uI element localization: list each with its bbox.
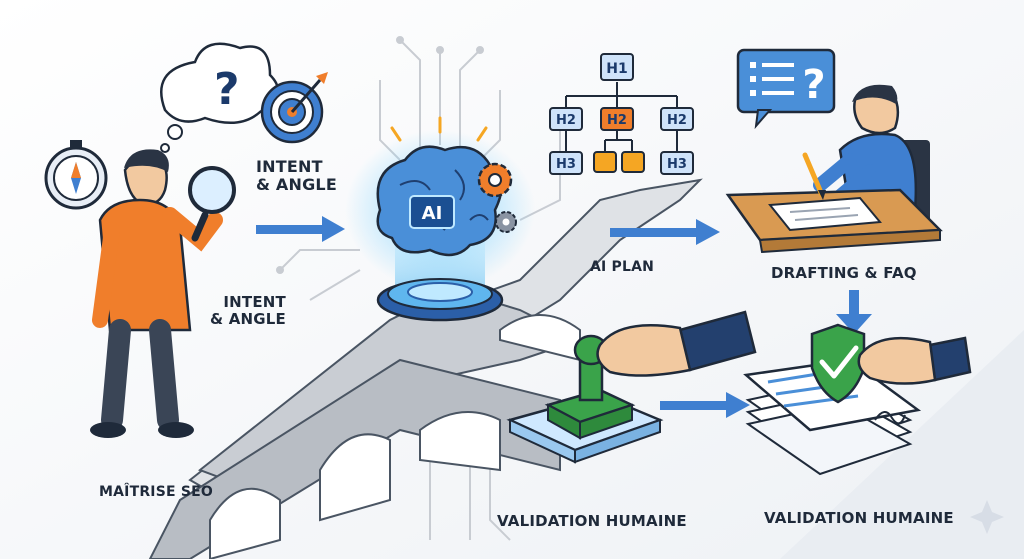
ai-chip-label: AI [422, 203, 443, 224]
ai-brain-core: AI [345, 116, 535, 322]
tree-h2-right: H2 [667, 113, 687, 128]
compass-icon [44, 140, 108, 210]
road-bridge [148, 178, 703, 559]
tree-h3-orange-a [593, 151, 617, 173]
arrow-drafting-down [836, 290, 872, 334]
label-drafting-faq: DRAFTING & FAQ [771, 264, 917, 282]
tree-h3-left: H3 [556, 157, 576, 172]
faq-question-mark: ? [802, 62, 825, 108]
gear-icon [477, 162, 517, 233]
stamp-icon [506, 334, 664, 464]
analyst-person [90, 149, 223, 438]
outline-tree: H1 H2 H2 H2 H3 H3 [549, 53, 694, 175]
stamping-hand [596, 310, 757, 377]
thought-question-mark: ? [214, 64, 240, 115]
pencil-icon [802, 152, 826, 200]
label-intent-angle-top-line1: INTENT [256, 157, 323, 176]
arrow-ai-to-plan [610, 219, 720, 245]
arrow-stamp-to-validation [660, 392, 750, 418]
label-intent-angle-top: INTENT & ANGLE [256, 158, 366, 193]
label-validation-humaine-center: VALIDATION HUMAINE [497, 512, 687, 530]
tree-h3-orange-b [621, 151, 645, 173]
label-maitrise-seo: MAÎTRISE SEO [99, 484, 213, 500]
sparkle-icon [970, 500, 1004, 534]
label-validation-humaine-right: VALIDATION HUMAINE [764, 509, 954, 527]
label-ai-plan: AI PLAN [590, 259, 655, 275]
label-intent-angle-top-line2: & ANGLE [256, 174, 337, 194]
label-intent-angle-left: INTENT & ANGLE [186, 294, 286, 327]
target-icon [260, 72, 328, 144]
thought-bubble: ? [160, 42, 280, 153]
validating-hand [857, 336, 972, 385]
arrow-intent-to-ai [256, 216, 345, 242]
writer-person [725, 84, 943, 254]
magnifier-icon [188, 166, 236, 242]
shield-check-icon [810, 323, 866, 404]
label-intent-angle-left-line2: & ANGLE [210, 309, 286, 328]
tree-h1: H1 [606, 61, 627, 77]
tree-h3-right: H3 [667, 157, 687, 172]
faq-speech-bubble: ? [736, 48, 836, 130]
tree-h2-left: H2 [556, 113, 576, 128]
label-intent-angle-left-line1: INTENT [223, 293, 286, 311]
tree-h2-middle: H2 [607, 113, 627, 128]
flow-arrows [256, 216, 872, 418]
